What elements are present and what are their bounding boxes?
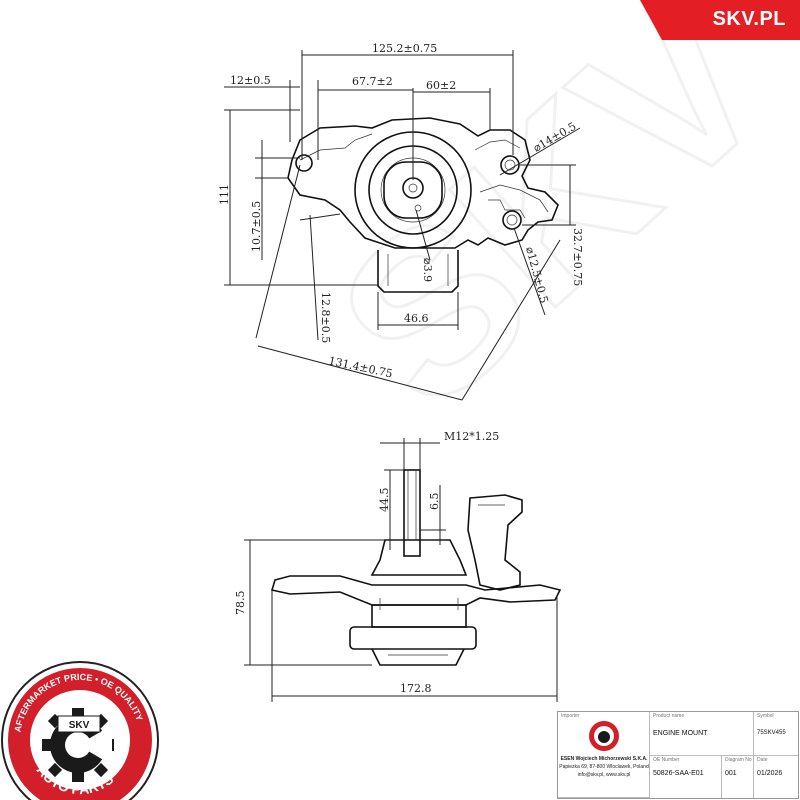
diagram-caption: Diagram No (725, 757, 752, 763)
symbol-cell: Symbol 75SKV455 (754, 712, 798, 756)
brand-tab (640, 0, 800, 40)
watermark-text: SKV (291, 0, 800, 456)
date-value: 01/2026 (757, 770, 783, 777)
side-view-bracket (270, 575, 562, 606)
symbol-caption: Symbol (757, 713, 774, 719)
oe-caption: OE Number (653, 757, 680, 763)
title-block: Importer ESEN Wojciech Michorzewski S.K.… (557, 711, 799, 799)
oe-cell: OE Number 50826-SAA-E01 (650, 756, 722, 798)
dim-thread: M12*1.25 (444, 430, 499, 443)
skv-seal: AFTERMARKET PRICE • OE QUALITY AUTO PART… (1, 661, 159, 800)
symbol-value: 75SKV455 (757, 730, 786, 736)
importer-caption: Importer (561, 713, 580, 719)
importer-cell: Importer ESEN Wojciech Michorzewski S.K.… (558, 712, 650, 798)
importer-address: Papiezka 69, 87-800 Wloclawek, Poland (559, 764, 649, 770)
top-view-right-hole-upper (500, 155, 520, 175)
dim-height: 111 (218, 184, 231, 205)
diagram-cell: Diagram No 001 (722, 756, 754, 798)
dim-bottom-width: 46.6 (404, 312, 429, 325)
side-view-base-ring (349, 626, 477, 650)
dim-total-width: 172.8 (400, 682, 432, 695)
top-view-bottom-tab (377, 250, 459, 293)
dim-left-offset: 12±0.5 (230, 74, 271, 87)
date-caption: Date (757, 757, 768, 763)
top-view-bracket-outline (287, 117, 559, 249)
side-view: M12*1.25 44.5 6.5 78.5 172.8 (234, 430, 562, 702)
dim-stud-step: 6.5 (428, 493, 441, 511)
side-view-upper-body (370, 539, 468, 576)
importer-name: ESEN Wojciech Michorzewski S.K.A. (560, 756, 648, 762)
oe-number: 50826-SAA-E01 (653, 770, 704, 777)
top-view-left-hole (295, 154, 313, 172)
dim-stud-height: 44.5 (378, 488, 391, 513)
dim-vertical-offset: 10.7±0.5 (250, 201, 263, 252)
dim-left-lower: 12.8±0.5 (319, 292, 332, 343)
dim-right-offset: 60±2 (426, 79, 456, 92)
side-view-flange (467, 494, 523, 591)
product-name: ENGINE MOUNT (653, 730, 708, 737)
product-cell: Product name ENGINE MOUNT (650, 712, 754, 756)
seal-center-text: SKV (69, 720, 90, 731)
product-caption: Product name (653, 713, 685, 719)
date-cell: Date 01/2026 (754, 756, 798, 798)
dim-total-height: 78.5 (234, 591, 247, 616)
brand-site-name[interactable]: SKV.PL (712, 8, 786, 30)
watermark-logo: SKV (289, 0, 800, 458)
importer-email[interactable]: info@skv.pl, www.skv.pl (577, 772, 631, 778)
dim-overall-width: 125.2±0.75 (372, 42, 437, 55)
diagram-no: 001 (725, 770, 737, 777)
importer-logo-icon (589, 721, 619, 751)
dim-center-offset: 67.7±2 (352, 75, 393, 88)
dim-stud-diameter: ⌀3.9 (421, 258, 434, 282)
side-view-stud (403, 469, 421, 557)
top-view-right-hole-lower (502, 210, 522, 230)
dim-right-vertical: 32.7±0.75 (571, 228, 584, 286)
